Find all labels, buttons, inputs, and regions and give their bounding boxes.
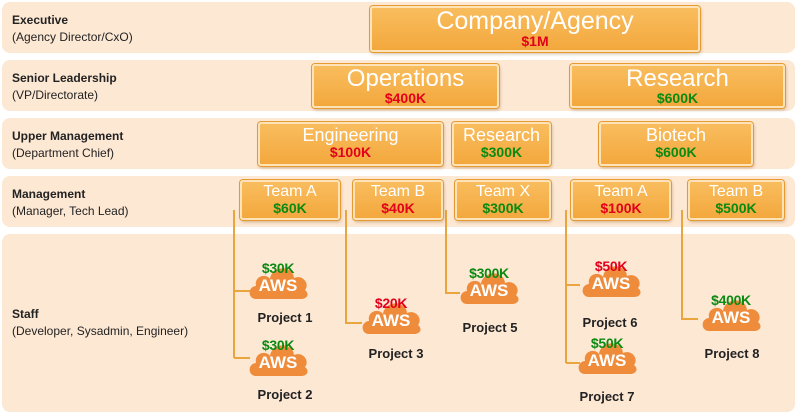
node-budget: $40K — [381, 199, 415, 216]
node-budget: $300K — [482, 199, 524, 216]
node-team-b-biotech: Team B $500K — [688, 180, 784, 220]
aws-label: AWS — [587, 351, 627, 370]
level-title: Upper Management — [12, 129, 124, 143]
level-subtitle: (Developer, Sysadmin, Engineer) — [12, 324, 189, 338]
project-cost: $30K — [261, 260, 295, 276]
aws-cloud-icon — [582, 266, 641, 297]
project-label: Project 1 — [257, 310, 313, 325]
node-label: Team X — [475, 183, 531, 200]
node-team-a-biotech: Team A $100K — [571, 180, 671, 220]
node-label: Team A — [594, 183, 648, 200]
aws-label: AWS — [711, 308, 751, 327]
level-title: Management — [12, 187, 86, 201]
level-title: Staff — [12, 307, 39, 321]
node-budget: $1M — [521, 33, 549, 50]
node-research-senior: Research $600K — [570, 64, 785, 108]
aws-label: AWS — [371, 311, 411, 330]
project-cost: $30K — [261, 337, 295, 353]
level-label-executive: Executive (Agency Director/CxO) — [12, 12, 133, 46]
node-budget: $400K — [384, 90, 427, 107]
node-biotech: Biotech $600K — [599, 122, 753, 166]
node-budget: $60K — [273, 199, 307, 216]
aws-cloud-icon — [362, 303, 421, 334]
node-label: Engineering — [302, 125, 399, 145]
node-budget: $500K — [715, 199, 757, 216]
aws-cloud-icon — [249, 268, 308, 299]
project-cost: $50K — [594, 258, 628, 274]
aws-cloud-project-7: $50K AWS — [576, 334, 638, 376]
level-subtitle: (VP/Directorate) — [12, 88, 99, 102]
aws-cloud-project-3: $20K AWS — [360, 294, 422, 336]
project-label: Project 3 — [368, 346, 424, 361]
node-label: Research — [462, 125, 541, 145]
project-label: Project 2 — [257, 387, 313, 402]
node-label: Operations — [346, 65, 465, 92]
node-budget: $600K — [656, 90, 699, 107]
node-budget: $100K — [329, 143, 372, 160]
node-team-a-engineering: Team A $60K — [240, 180, 340, 220]
aws-cloud-project-2: $30K AWS — [247, 336, 309, 378]
node-label: Company/Agency — [436, 7, 634, 35]
level-label-upper-management: Upper Management (Department Chief) — [12, 128, 123, 162]
project-label: Project 6 — [582, 315, 638, 330]
node-team-x: Team X $300K — [455, 180, 551, 220]
aws-cloud-project-5: $300K AWS — [458, 264, 520, 306]
aws-cloud-icon — [702, 300, 761, 331]
aws-cloud-project-8: $400K AWS — [700, 291, 762, 333]
aws-label: AWS — [591, 274, 631, 293]
node-operations: Operations $400K — [312, 64, 499, 108]
aws-cloud-project-1: $30K AWS — [247, 259, 309, 301]
level-label-staff: Staff (Developer, Sysadmin, Engineer) — [12, 306, 188, 340]
aws-cloud-icon — [249, 345, 308, 376]
level-title: Senior Leadership — [12, 71, 117, 85]
aws-label: AWS — [258, 353, 298, 372]
node-budget: $100K — [600, 199, 642, 216]
level-title: Executive — [12, 13, 69, 27]
node-budget: $600K — [655, 143, 697, 160]
level-label-management: Management (Manager, Tech Lead) — [12, 186, 129, 220]
connector-team-b1-project3 — [345, 210, 362, 324]
level-subtitle: (Manager, Tech Lead) — [12, 204, 129, 218]
node-engineering: Engineering $100K — [258, 122, 443, 166]
connector-team-a2-projects — [565, 210, 580, 364]
node-budget: $300K — [480, 143, 523, 160]
project-cost: $400K — [711, 292, 751, 308]
node-research-upper: Research $300K — [452, 122, 551, 166]
node-label: Team B — [370, 183, 426, 200]
aws-label: AWS — [469, 281, 509, 300]
aws-cloud-project-6: $50K AWS — [580, 257, 642, 299]
level-subtitle: (Agency Director/CxO) — [12, 30, 133, 44]
node-company-agency: Company/Agency $1M — [370, 6, 700, 52]
project-label: Project 5 — [462, 320, 518, 335]
connector-team-x-project5 — [445, 210, 460, 294]
aws-cloud-icon — [578, 343, 637, 374]
project-cost: $20K — [374, 295, 408, 311]
node-label: Team A — [263, 183, 317, 200]
level-label-senior-leadership: Senior Leadership (VP/Directorate) — [12, 70, 117, 104]
aws-cloud-icon — [460, 273, 519, 304]
level-subtitle: (Department Chief) — [12, 146, 115, 160]
node-label: Team B — [708, 183, 764, 200]
project-cost: $300K — [469, 265, 509, 281]
node-label: Biotech — [645, 125, 707, 145]
project-label: Project 8 — [704, 346, 760, 361]
aws-label: AWS — [258, 276, 298, 295]
connector-team-b2-project8 — [681, 210, 698, 320]
connector-team-a1-projects — [233, 210, 250, 359]
node-team-b-engineering: Team B $40K — [353, 180, 443, 220]
node-label: Research — [626, 65, 729, 92]
project-cost: $50K — [590, 335, 624, 351]
project-label: Project 7 — [579, 389, 635, 404]
